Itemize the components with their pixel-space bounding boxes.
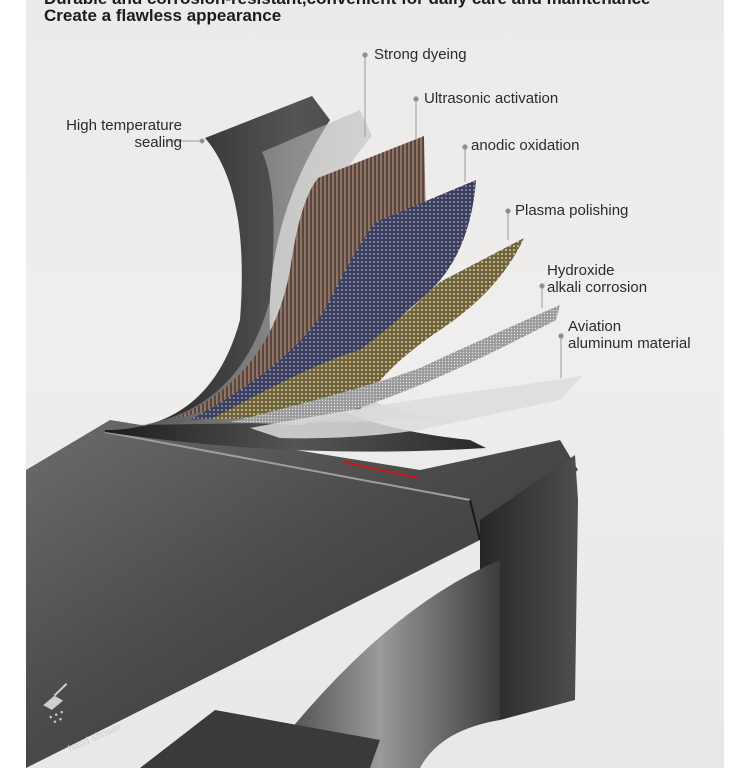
headline-line-2: Create a flawless appearance: [44, 6, 282, 25]
faucet-body-top: [26, 420, 578, 768]
layer-sheet-plasma-polishing: [210, 238, 524, 420]
layer-sheet-aviation-aluminum-material: [250, 376, 582, 439]
label-anodic-oxidation: anodic oxidation: [471, 137, 580, 154]
faucet-body-right-side: [480, 455, 578, 720]
faucet-lower-base: [140, 710, 380, 768]
headline-line-1: Durable and corrosion-resistant,convenie…: [44, 0, 651, 9]
label-strong-dyeing: Strong dyeing: [374, 46, 467, 63]
status-indicator-line: [342, 461, 419, 479]
layer-sheet-ultrasonic-activation: [170, 136, 426, 420]
label-ultrasonic-activation: Ultrasonic activation: [424, 90, 559, 107]
label-plasma-polishing: Plasma polishing: [515, 202, 629, 219]
shower-icon: [43, 683, 68, 723]
faucet-seam: [469, 499, 481, 541]
layer-sheet-anodic-oxidation: [190, 180, 476, 420]
leader-lines: [166, 52, 564, 378]
faucet-body-front-curve: [260, 560, 500, 768]
faucet-edge-highlight: [104, 431, 471, 501]
